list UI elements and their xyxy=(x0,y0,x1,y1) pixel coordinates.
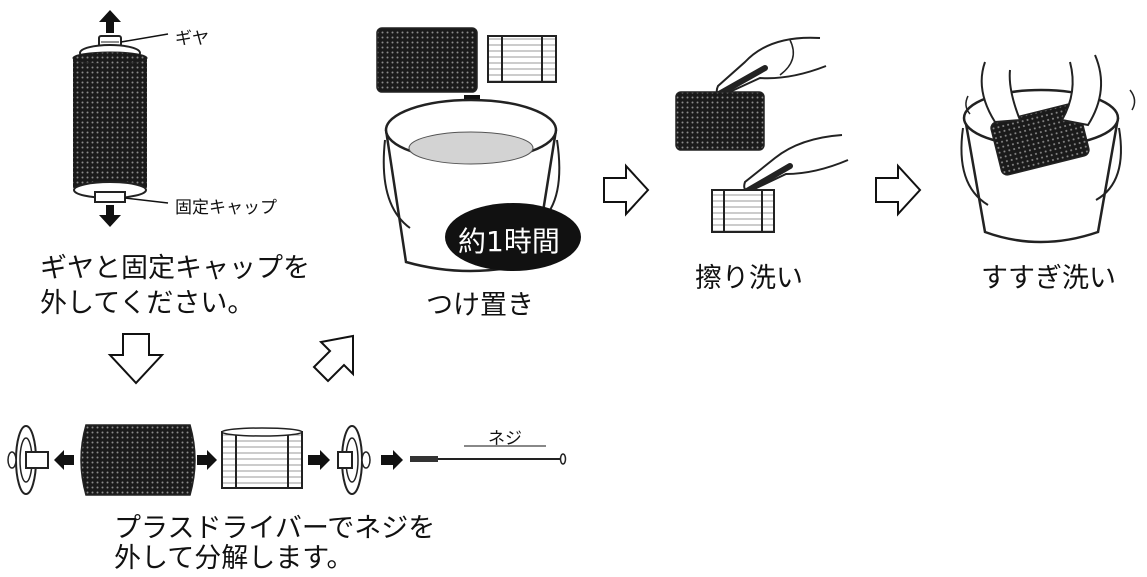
mesh-filter xyxy=(675,91,765,151)
soak-time-badge-text: 約1時間 xyxy=(458,225,560,258)
disassembly-row xyxy=(7,424,567,496)
fixed-cap-label: 固定キャップ xyxy=(175,198,277,218)
end-cap xyxy=(7,425,49,495)
rinse-illustration xyxy=(960,54,1136,244)
right-arrow-icon xyxy=(603,163,650,217)
mesh-cylinder xyxy=(73,58,147,188)
up-right-arrow-icon xyxy=(312,334,354,383)
soak-illustration xyxy=(376,27,581,273)
screw-label: ネジ xyxy=(488,429,522,449)
gear-leader-line xyxy=(120,33,169,43)
water xyxy=(408,131,534,165)
disassemble-caption-line1: プラスドライバーでネジを xyxy=(114,513,436,544)
end-cap xyxy=(337,425,371,495)
hand xyxy=(1060,54,1103,127)
cap-leader-line xyxy=(124,197,169,204)
inner-frame xyxy=(711,189,775,233)
down-arrow-icon xyxy=(99,205,121,227)
mesh-cylinder xyxy=(80,424,196,496)
fixed-cap xyxy=(94,191,126,203)
gear-label: ギヤ xyxy=(175,29,209,49)
mesh-filter xyxy=(376,27,478,93)
remove-caption-line2: 外してください。 xyxy=(40,288,255,319)
right-arrow-icon xyxy=(308,450,330,470)
up-arrow-icon xyxy=(99,10,121,33)
right-arrow-icon xyxy=(381,450,403,470)
down-arrow-icon xyxy=(107,333,165,385)
disassemble-caption-line2: 外して分解します。 xyxy=(114,543,354,574)
soak-caption: つけ置き xyxy=(426,290,534,321)
filter-assembly xyxy=(72,10,169,227)
screw xyxy=(410,453,567,465)
right-arrow-icon xyxy=(875,163,922,217)
inner-frame xyxy=(487,35,557,83)
left-arrow-icon xyxy=(54,450,74,470)
scrub-caption: 擦り洗い xyxy=(695,263,803,294)
hand xyxy=(980,61,1022,124)
right-arrow-icon xyxy=(197,450,217,470)
rinse-caption: すすぎ洗い xyxy=(981,263,1116,294)
inner-frame xyxy=(221,427,303,489)
scrub-illustration xyxy=(675,36,849,233)
remove-caption-line1: ギヤと固定キャップを xyxy=(40,253,310,284)
soak-time-badge xyxy=(445,203,581,271)
